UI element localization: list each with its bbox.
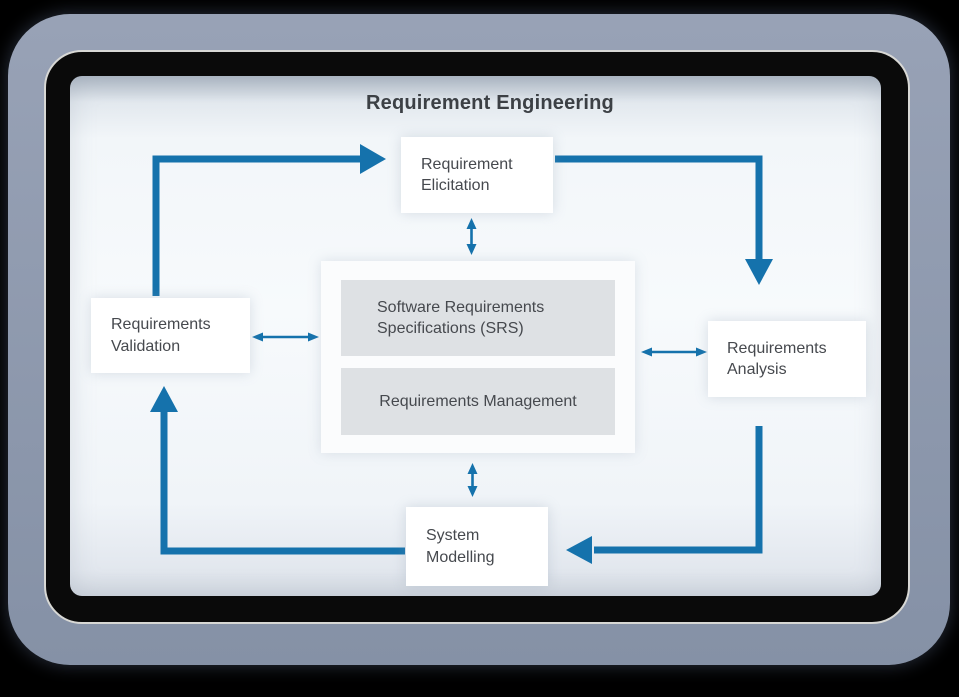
node-system-modelling: System Modelling: [406, 507, 548, 586]
node-requirement-elicitation: Requirement Elicitation: [401, 137, 553, 213]
arrow-validation-to-elicitation: [152, 144, 386, 296]
arrow-analysis-panel-twoway: [641, 347, 707, 357]
flow-arrows: [150, 144, 773, 564]
node-requirements-analysis: Requirements Analysis: [708, 321, 866, 397]
central-artifacts-panel: Software Requirements Specifications (SR…: [321, 261, 635, 453]
node-label: Requirement Elicitation: [421, 155, 513, 194]
diagram-title: Requirement Engineering: [366, 92, 614, 114]
arrow-analysis-to-modelling: [566, 426, 763, 564]
box-requirements-management: Requirements Management: [341, 368, 615, 435]
node-requirements-validation: Requirements Validation: [91, 298, 250, 373]
arrow-elicitation-panel-twoway: [466, 218, 477, 255]
tablet-screen: Requirement Engineering Requirement Elic…: [70, 76, 881, 596]
tablet-bezel: Requirement Engineering Requirement Elic…: [44, 50, 910, 624]
tablet-frame: Requirement Engineering Requirement Elic…: [8, 14, 950, 665]
arrow-modelling-to-validation: [150, 386, 405, 555]
node-label: Requirements Validation: [111, 316, 211, 355]
node-label: Requirements Analysis: [727, 339, 827, 378]
arrow-modelling-panel-twoway: [467, 463, 478, 497]
box-srs: Software Requirements Specifications (SR…: [341, 280, 615, 356]
arrow-elicitation-to-analysis: [555, 155, 773, 285]
box-label: Software Requirements Specifications (SR…: [377, 298, 545, 337]
node-label: System Modelling: [426, 527, 495, 566]
box-label: Requirements Management: [379, 392, 577, 410]
arrow-validation-panel-twoway: [252, 332, 319, 342]
